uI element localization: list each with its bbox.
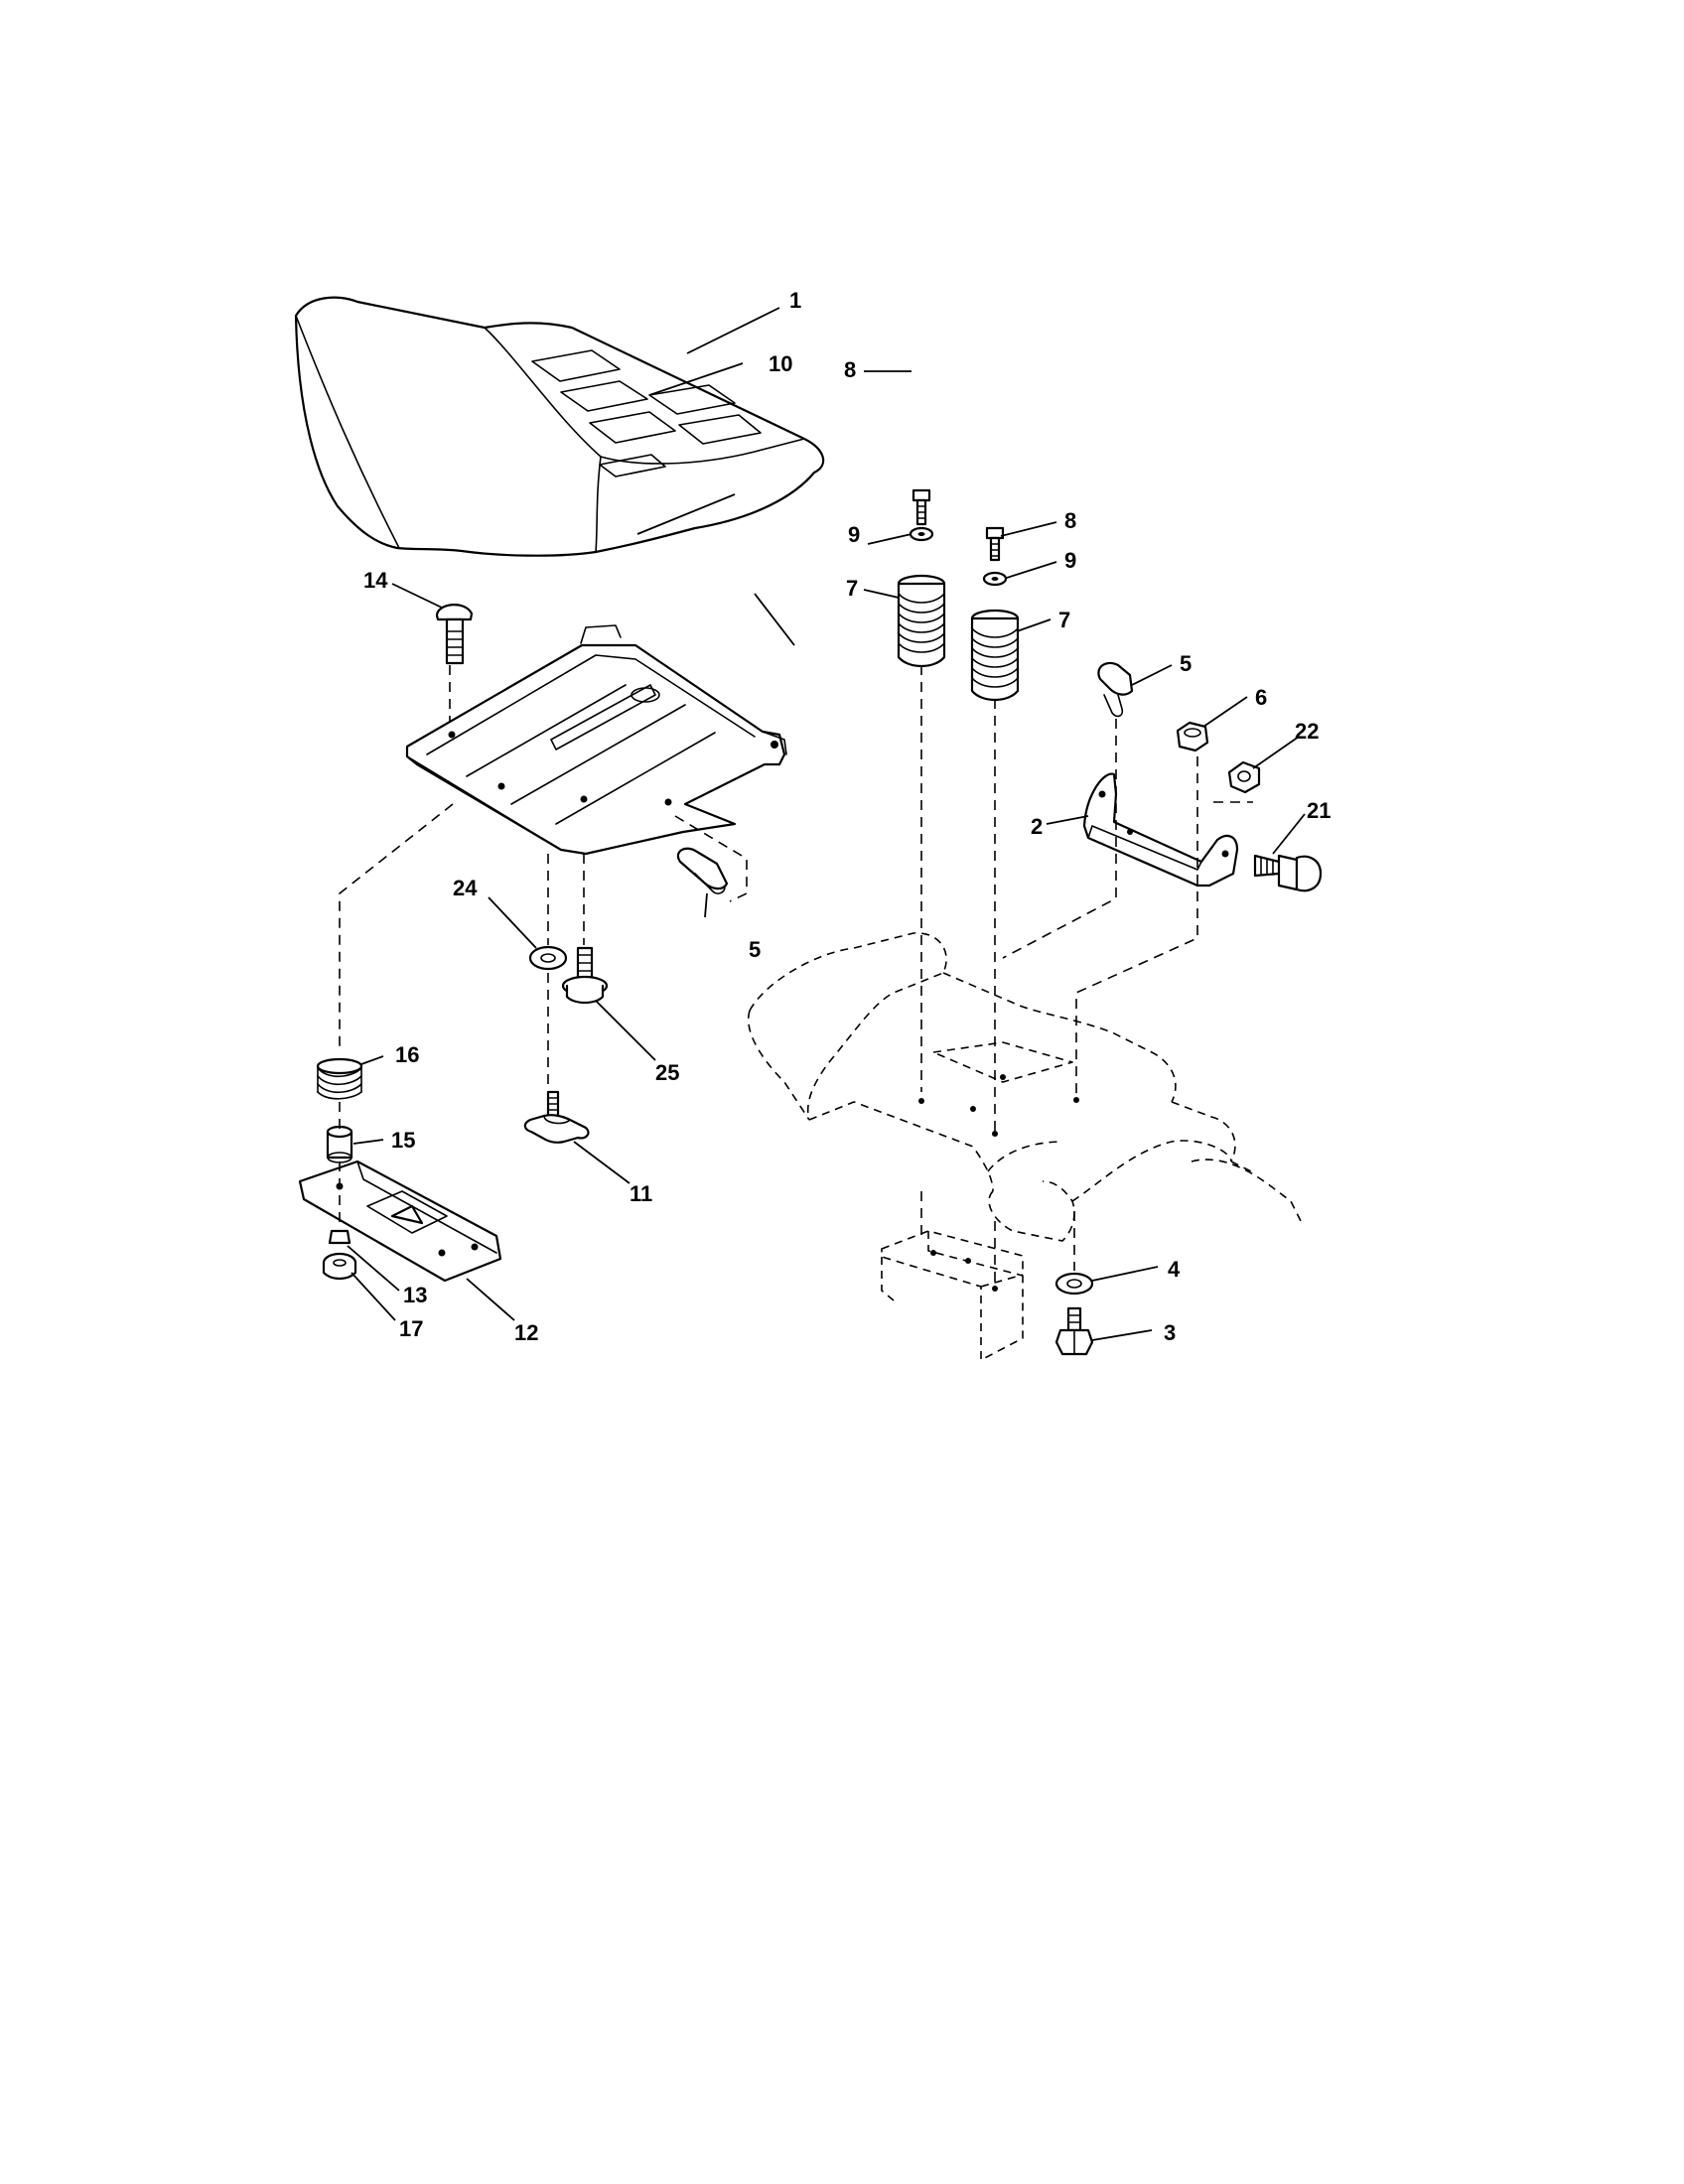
callout-3: 3: [1164, 1320, 1176, 1345]
shoulder-bolt-21: [1253, 854, 1323, 892]
carriage-bolt: [435, 604, 474, 665]
seat-clip-right: [1097, 661, 1134, 718]
callout-1: 1: [789, 288, 801, 313]
seat-panels: [531, 349, 762, 478]
tractor-frame-outline: [747, 932, 1302, 1361]
callout-12: 12: [514, 1320, 538, 1345]
callout-14: 14: [363, 568, 388, 593]
washer-9-right: [982, 571, 1008, 587]
callout-10: 10: [769, 351, 792, 376]
washer-9-left: [909, 526, 934, 542]
hex-nut-22: [1227, 760, 1261, 794]
adjustment-knob: [523, 1090, 590, 1144]
leader-lines: [347, 307, 1306, 1341]
seat-bracket: [1082, 772, 1239, 887]
callout-5-left: 5: [749, 937, 761, 962]
hex-nut-13: [328, 1229, 351, 1245]
callout-15: 15: [391, 1128, 415, 1153]
flange-nut-17: [322, 1252, 357, 1281]
callout-11: 11: [630, 1181, 652, 1206]
slide-plate: [298, 1160, 502, 1283]
callout-17: 17: [399, 1316, 423, 1341]
seat-spring: [316, 1057, 363, 1100]
callout-7-left: 7: [846, 576, 858, 601]
callout-5-right: 5: [1180, 651, 1192, 676]
seat-pan: [405, 624, 787, 856]
callout-22: 22: [1295, 719, 1319, 744]
seat-clip-left: [676, 847, 729, 894]
hex-bolt-3: [1054, 1306, 1094, 1356]
callout-9-left: 9: [848, 522, 860, 547]
callout-21: 21: [1307, 798, 1331, 823]
bolt-8-left: [912, 488, 931, 526]
washer-4: [1054, 1272, 1094, 1296]
callout-7-right: 7: [1058, 608, 1070, 632]
callout-numbers: 1 2 3 4 5 5 6 7 7 8 8 9 9 10 11 12 13 14…: [363, 288, 1331, 1345]
shoulder-bolt: [561, 946, 609, 1005]
spring-7-right: [970, 609, 1020, 702]
callout-6: 6: [1255, 685, 1267, 710]
seat: [294, 296, 825, 557]
callout-2: 2: [1031, 814, 1043, 839]
callout-8-left: 8: [844, 357, 856, 382]
callout-4: 4: [1168, 1257, 1181, 1282]
callout-24: 24: [453, 876, 478, 900]
spring-7-left: [897, 574, 946, 668]
callout-9-right: 9: [1064, 548, 1076, 573]
callout-16: 16: [395, 1042, 419, 1067]
callout-8-right: 8: [1064, 508, 1076, 533]
alignment-lines: [339, 665, 1253, 1291]
bolt-8-right: [985, 526, 1005, 562]
spacer: [326, 1125, 353, 1163]
callout-13: 13: [403, 1283, 427, 1307]
washer-24: [528, 945, 568, 971]
callout-25: 25: [655, 1060, 679, 1085]
locknut: [1176, 721, 1209, 752]
